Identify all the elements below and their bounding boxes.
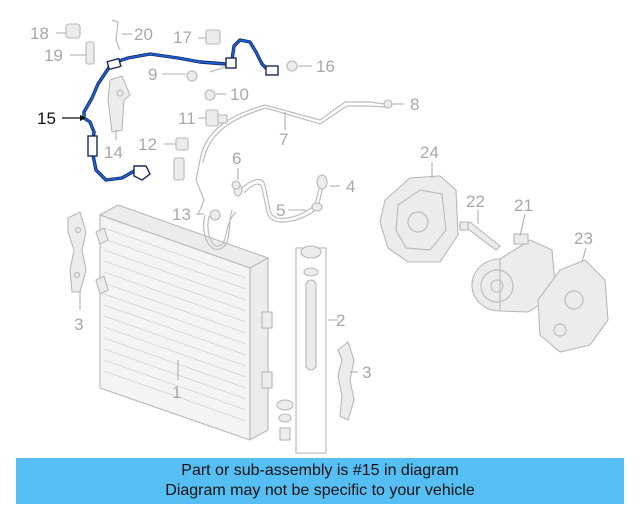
callout-labels: 18 19 20 17 16 9 10 8 15 11 7 14 12 6 24…: [30, 24, 593, 402]
compressor-mount-part-23: [537, 259, 609, 353]
condenser-fin: [103, 260, 247, 312]
banner-line-disclaimer: Diagram may not be specific to your vehi…: [165, 482, 475, 499]
callout-7: 7: [279, 130, 288, 149]
callout-1: 1: [172, 383, 181, 402]
condenser-fin: [103, 238, 247, 290]
callout-9: 9: [148, 65, 157, 84]
callout-14: 14: [104, 143, 123, 162]
compressor-bracket-part-24: [379, 175, 459, 263]
callout-17: 17: [173, 28, 192, 47]
callout-22: 22: [466, 192, 485, 211]
callout-12: 12: [138, 135, 157, 154]
suction-hose-part-17: [209, 65, 229, 73]
condenser-fin: [103, 337, 247, 389]
callout-13: 13: [172, 205, 191, 224]
callout-11: 11: [178, 109, 196, 128]
callout-8: 8: [410, 95, 419, 114]
callout-3-left: 3: [74, 315, 83, 334]
condenser-fin: [103, 370, 247, 422]
condenser-fin: [103, 282, 247, 334]
info-banner: Part or sub-assembly is #15 in diagram D…: [16, 458, 624, 504]
condenser-fin: [103, 227, 247, 279]
receiver-drier-part-2: [276, 245, 327, 454]
condenser-fin: [103, 348, 247, 400]
callout-16: 16: [316, 57, 335, 76]
callout-3-right: 3: [362, 363, 371, 382]
small-parts-top: [65, 19, 298, 190]
hose-part-13: [203, 209, 237, 251]
condenser-part-1: [98, 204, 273, 441]
leader-lines: [56, 32, 587, 380]
bracket-part-3-right: [337, 341, 355, 421]
callout-23: 23: [574, 229, 593, 248]
callout-19: 19: [44, 46, 63, 65]
callout-10: 10: [230, 85, 249, 104]
condenser-fin: [103, 326, 247, 378]
condenser-fin: [103, 293, 247, 345]
condenser-fin: [103, 249, 247, 301]
hose-part-15-highlighted[interactable]: [82, 38, 279, 182]
callout-20: 20: [134, 25, 153, 44]
callout-5: 5: [276, 201, 285, 220]
condenser-fin: [103, 304, 247, 356]
bracket-part-3-left: [67, 211, 109, 295]
bracket-part-14: [107, 75, 131, 133]
callout-6: 6: [232, 149, 241, 168]
callout-18: 18: [30, 24, 49, 43]
condenser-fin: [103, 271, 247, 323]
condenser-fin: [103, 359, 247, 411]
callout-15-highlighted[interactable]: 15: [37, 109, 56, 128]
liquid-line-part-7: [195, 99, 393, 216]
callout-4: 4: [346, 177, 355, 196]
callout-24: 24: [420, 143, 439, 162]
banner-line-part-number: Part or sub-assembly is #15 in diagram: [181, 462, 459, 479]
callout-2: 2: [336, 311, 345, 330]
condenser-fin: [103, 315, 247, 367]
callout-21: 21: [514, 196, 533, 215]
bolt-part-22: [459, 221, 501, 251]
